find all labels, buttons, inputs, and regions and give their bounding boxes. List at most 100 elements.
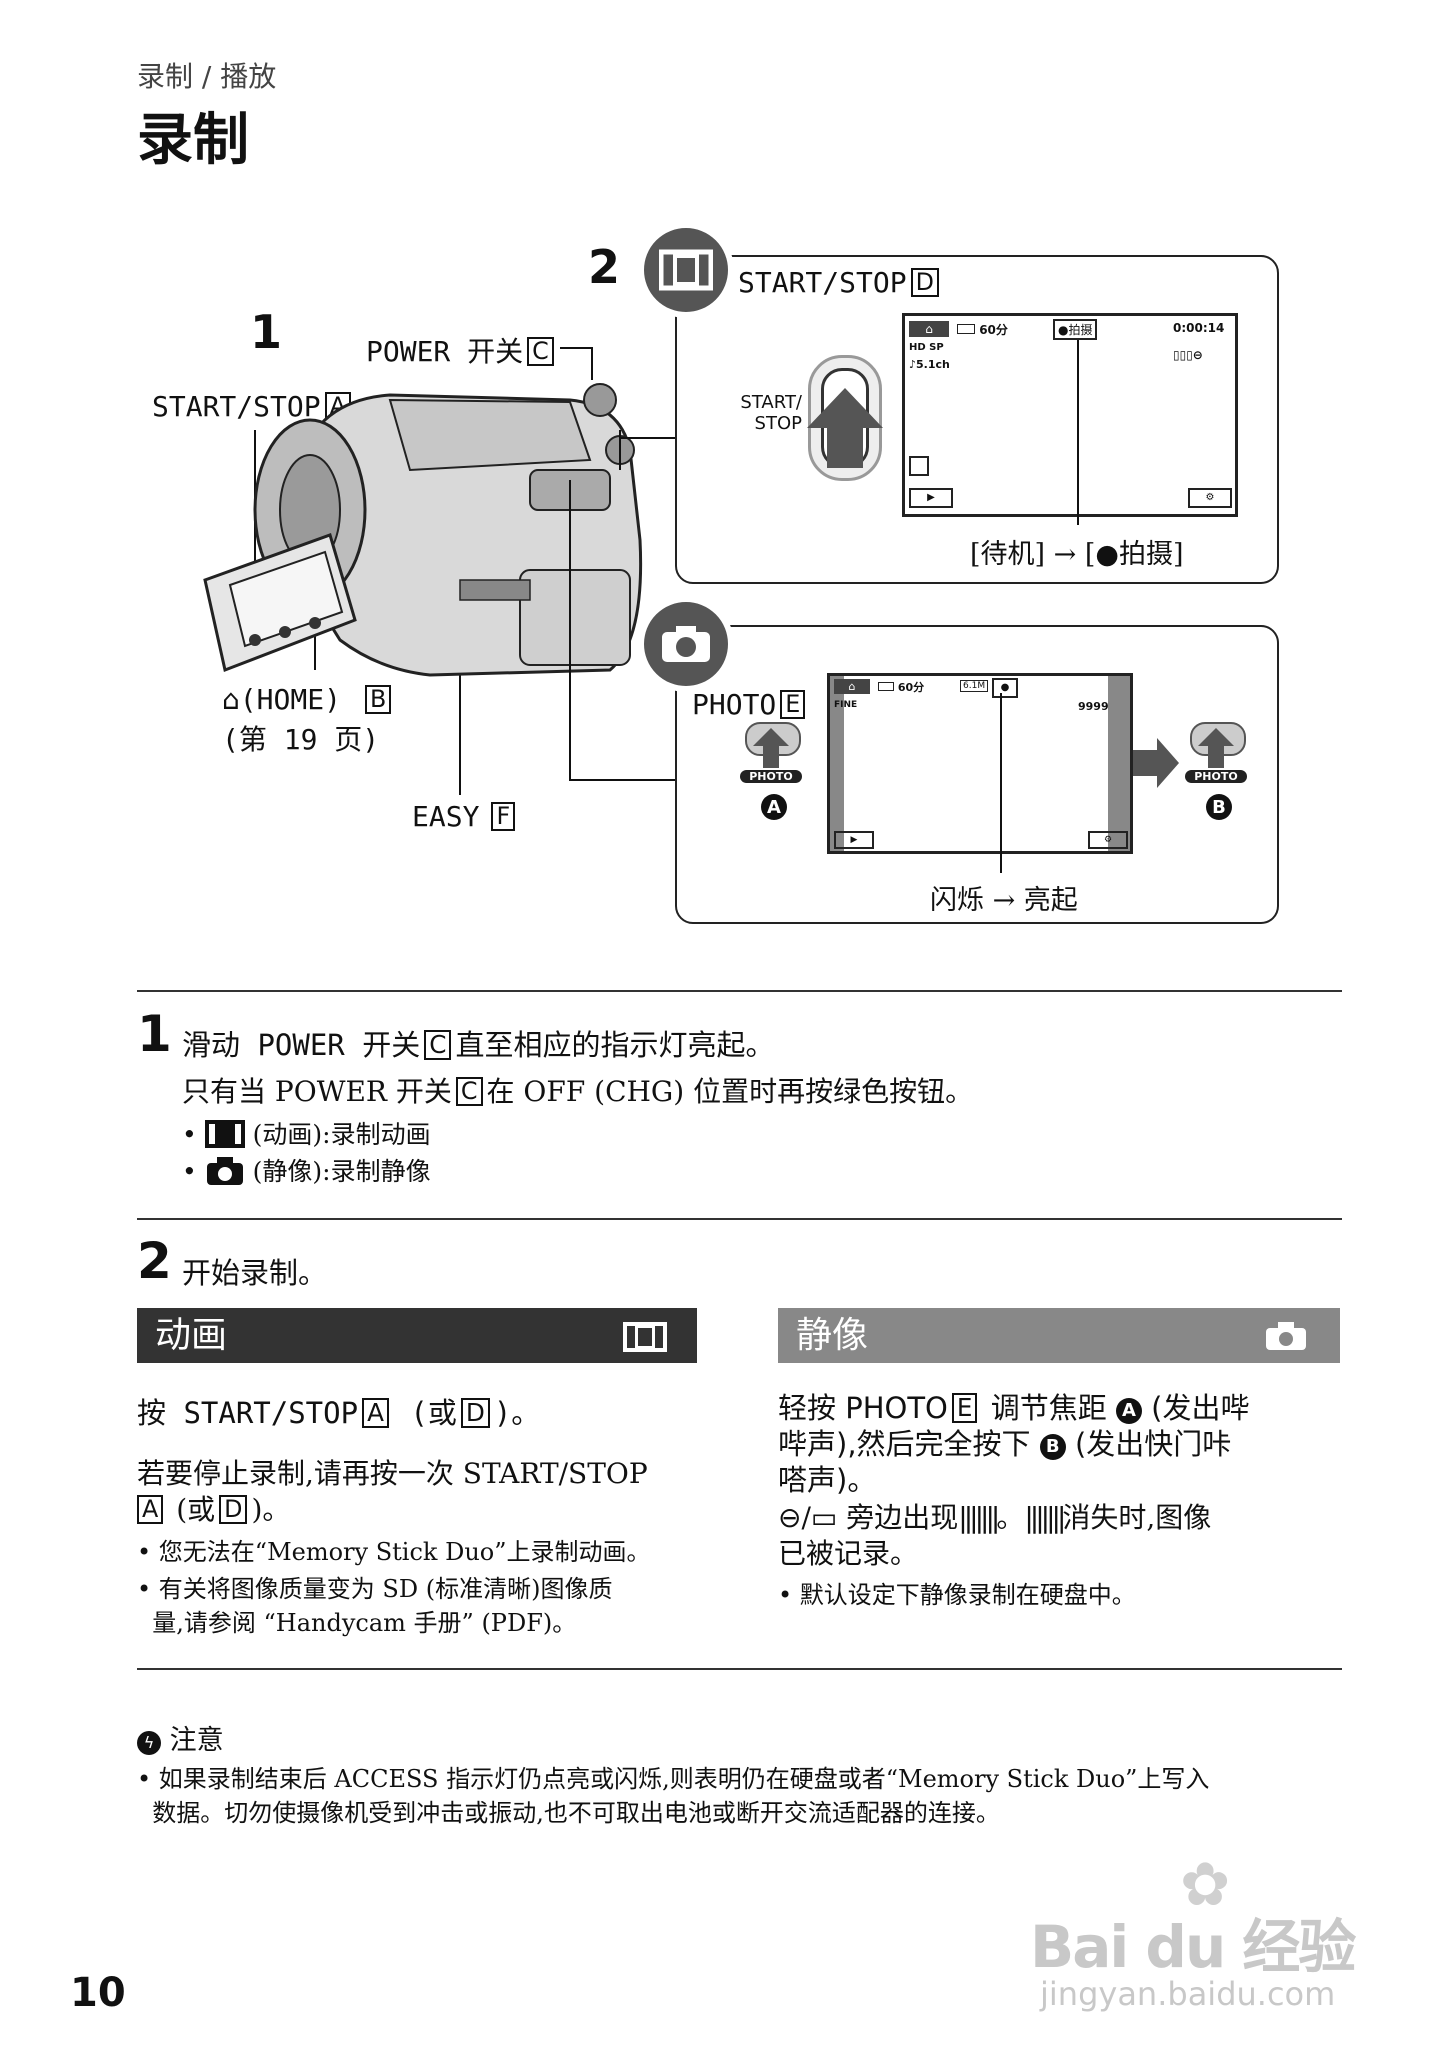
key-c: C <box>527 337 554 366</box>
page-title: 录制 <box>137 108 249 173</box>
battery-indicator: 60分 <box>878 679 924 695</box>
camera-icon <box>1266 1322 1306 1350</box>
movie-note-2: • 有关将图像质量变为 SD (标准清晰)图像质 量,请参阅 “Handycam… <box>137 1575 613 1637</box>
photo-btn-text: PHOTO <box>740 770 802 783</box>
audio-indicator: ♪5.1ch <box>909 358 950 371</box>
playback-button[interactable]: ▶ <box>909 488 953 508</box>
press-arrow-icon <box>1198 728 1234 768</box>
film-icon <box>659 249 713 291</box>
battery-indicator: 60分 <box>957 321 1008 338</box>
divider <box>137 990 1342 992</box>
hdd-icon: ⊖ <box>778 1501 802 1534</box>
movie-note-1: • 您无法在“Memory Stick Duo”上录制动画。 <box>137 1538 651 1566</box>
photo-mode-badge <box>638 596 734 692</box>
photo-count: 9999 <box>1078 700 1109 713</box>
rec-time: 0:00:14 <box>1173 321 1225 335</box>
recording-bars-icon: ||||||| <box>958 1501 1000 1534</box>
press-arrow-icon <box>807 388 883 468</box>
key-c: C <box>455 1077 483 1106</box>
bullet-photo: • (静像):录制静像 <box>182 1157 431 1186</box>
photo-connector <box>569 480 678 781</box>
home-button-label: ⌂(HOME)B <box>222 683 395 716</box>
key-d: D <box>910 268 939 297</box>
rec-status-leader <box>1077 340 1079 525</box>
divider <box>137 1668 1342 1670</box>
page-number: 10 <box>70 1970 126 2016</box>
recording-bars-icon: ||||||| <box>1024 1501 1066 1534</box>
bullet-movie: • (动画):录制动画 <box>182 1120 431 1149</box>
key-a: A <box>362 1398 389 1428</box>
key-d: D <box>460 1398 490 1428</box>
movie-mode-badge <box>638 222 734 318</box>
key-e: E <box>780 690 806 719</box>
playback-button[interactable]: ▶ <box>834 831 874 849</box>
step-2-heading: 开始录制。 <box>182 1256 328 1290</box>
fine-indicator: FINE <box>834 700 858 710</box>
rec-status-box: ●拍摄 <box>1053 319 1098 340</box>
face-icon <box>909 456 929 476</box>
photo-lcd-screen: ⌂ 60分 6.1M ● 9999 FINE ▶ ⚙ <box>827 673 1133 854</box>
press-arrow-icon <box>753 728 789 768</box>
film-icon <box>623 1322 667 1352</box>
key-d: D <box>219 1495 248 1524</box>
focus-leader <box>1000 693 1002 873</box>
photo-section-header: 静像 <box>778 1308 1340 1363</box>
startstop-button-caption: START/ STOP <box>740 392 802 434</box>
marker-b: B <box>1039 1434 1066 1460</box>
breadcrumb: 录制 / 播放 <box>137 60 277 93</box>
key-b: B <box>364 685 392 714</box>
camera-icon <box>662 626 710 662</box>
photo-record-info: ⊖/▭ 旁边出现|||||||。|||||||消失时,图像 已被记录。 <box>778 1501 1212 1570</box>
home-icon-box[interactable]: ⌂ <box>834 679 870 694</box>
key-a: A <box>137 1495 164 1524</box>
watermark-logo: ✿ Bai du 经验 jingyan.baidu.com <box>1030 1850 1356 2013</box>
memory-stick-icon: ▭ <box>810 1501 838 1534</box>
caution-icon: ϟ <box>137 1730 161 1755</box>
media-indicator: ▯▯▯⊖ <box>1173 348 1203 362</box>
movie-caption: [待机] → [●拍摄] <box>970 539 1184 570</box>
key-f: F <box>491 802 516 831</box>
marker-b: B <box>1206 794 1232 820</box>
movie-section-header: 动画 <box>137 1308 697 1363</box>
photo-caption: 闪烁 → 亮起 <box>930 885 1078 916</box>
quality-indicator: HD SP <box>909 342 944 353</box>
photo-button-full-press[interactable]: PHOTO B <box>1185 722 1247 822</box>
focus-indicator: ● <box>992 678 1018 698</box>
key-e: E <box>951 1393 978 1423</box>
step-1-number: 1 <box>137 1005 172 1063</box>
step-2-number: 2 <box>137 1232 172 1290</box>
movie-lcd-screen: ⌂ 60分 ●拍摄 0:00:14 HD SP ♪5.1ch ▯▯▯⊖ ▶ ⚙ <box>902 313 1238 517</box>
marker-a: A <box>761 794 787 820</box>
home-icon-box[interactable]: ⌂ <box>909 321 949 337</box>
caution-text: • 如果录制结束后 ACCESS 指示灯仍点亮或闪烁,则表明仍在硬盘或者“Mem… <box>137 1765 1210 1827</box>
camcorder-illustration <box>203 347 643 795</box>
home-icon: ⌂ <box>222 683 240 716</box>
options-button[interactable]: ⚙ <box>1088 831 1128 849</box>
paw-icon: ✿ <box>1180 1850 1231 1920</box>
film-icon <box>204 1120 245 1148</box>
divider <box>137 1218 1342 1220</box>
caution-heading: ϟ 注意 <box>137 1718 224 1757</box>
camera-icon <box>206 1157 243 1185</box>
photo-btn-text: PHOTO <box>1185 770 1247 783</box>
diagram-step-2: 2 <box>588 240 621 294</box>
marker-a: A <box>1115 1398 1142 1424</box>
image-size-indicator: 6.1M <box>960 680 989 692</box>
panel-connectors <box>619 430 678 470</box>
options-button[interactable]: ⚙ <box>1188 488 1232 508</box>
startstop-button[interactable] <box>807 355 883 481</box>
home-page-ref: (第 19 页) <box>222 723 380 756</box>
photo-button-half-press[interactable]: PHOTO A <box>740 722 802 822</box>
key-c: C <box>424 1030 452 1060</box>
diagram-step-1: 1 <box>250 305 283 359</box>
right-arrow-icon <box>1133 738 1179 788</box>
